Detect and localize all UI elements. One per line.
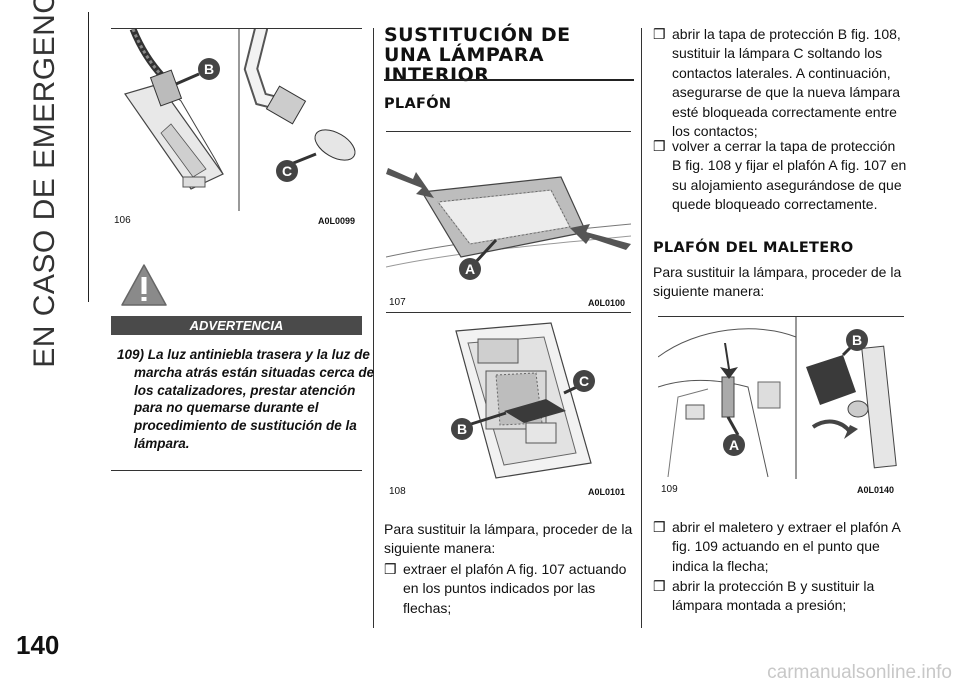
label-c-108-marker	[573, 370, 595, 392]
fig109-top-rule	[658, 316, 904, 317]
side-header: EN CASO DE EMERGENCIA	[28, 0, 61, 368]
intro-maletero: Para sustituir la lámpara, proceder de l…	[653, 264, 902, 299]
label-a-marker	[459, 258, 481, 280]
subtitle-maletero: PLAFÓN DEL MALETERO	[653, 240, 854, 256]
label-b-109: B	[852, 332, 862, 348]
title-rule	[384, 79, 634, 81]
fig106-top-rule	[111, 28, 362, 29]
figure-108: C B	[386, 313, 631, 481]
bullet-4: ❒ abrir el maletero y extraer el plafón …	[653, 519, 901, 574]
bullet-3: ❒ volver a cerrar la tapa de protección …	[653, 138, 907, 213]
label-c: C	[282, 163, 292, 179]
bullet-mark-icon: ❒	[653, 138, 666, 154]
bullet-mark-icon: ❒	[384, 561, 397, 577]
label-b-108-marker	[451, 418, 473, 440]
fig108-number: 108	[389, 486, 406, 497]
section-title: SUSTITUCIÓN DE UNA LÁMPARA INTERIOR	[384, 25, 634, 85]
bullet-1: ❒ extraer el plafón A fig. 107 actuando …	[384, 561, 627, 616]
bullet-2: ❒ abrir la tapa de protección B fig. 108…	[653, 26, 901, 140]
bullet-mark-icon: ❒	[653, 519, 666, 535]
bullet-5: ❒ abrir la protección B y sustituir la l…	[653, 578, 875, 614]
label-b-marker	[198, 58, 220, 80]
fig107-code: A0L0100	[588, 298, 626, 308]
subtitle-plafon: PLAFÓN	[384, 96, 452, 112]
fig108-code: A0L0101	[588, 487, 626, 497]
figure-107: A	[386, 132, 631, 292]
bullet-mark-icon: ❒	[653, 26, 666, 42]
fig108-top-rule	[386, 312, 631, 313]
fig106-code: A0L0099	[318, 216, 356, 226]
title-line-2: UNA LÁMPARA	[384, 44, 545, 66]
warning-bottom-rule	[111, 470, 362, 471]
label-b-109-marker	[846, 329, 868, 351]
intro-plafon: Para sustituir la lámpara, proceder de l…	[384, 521, 633, 556]
fig107-number: 107	[389, 297, 406, 308]
fig107-top-rule	[386, 131, 631, 132]
label-b-108: B	[457, 421, 467, 437]
label-c-108: C	[579, 373, 589, 389]
title-line-3: INTERIOR	[384, 64, 490, 86]
label-c-marker	[276, 160, 298, 182]
fig106-number: 106	[114, 215, 131, 226]
fig109-code: A0L0140	[857, 485, 895, 495]
label-a-109: A	[729, 437, 739, 453]
page-number: 140	[16, 630, 60, 660]
column-rule-1	[373, 28, 374, 628]
warning-icon	[121, 264, 167, 306]
label-a-109-marker	[723, 434, 745, 456]
fig109-number: 109	[661, 484, 678, 495]
bullet-mark-icon: ❒	[653, 578, 666, 594]
column-rule-2	[641, 28, 642, 628]
warning-title: ADVERTENCIA	[111, 316, 362, 335]
title-line-1: SUSTITUCIÓN DE	[384, 24, 571, 46]
figure-109: A B	[658, 317, 904, 479]
watermark: carmanualsonline.info	[767, 662, 952, 683]
label-b: B	[204, 61, 214, 77]
side-rule	[88, 12, 89, 302]
warning-text: 109) La luz antiniebla trasera y la luz …	[117, 347, 375, 451]
figure-106: B C	[111, 29, 362, 211]
label-a-107: A	[465, 261, 475, 277]
